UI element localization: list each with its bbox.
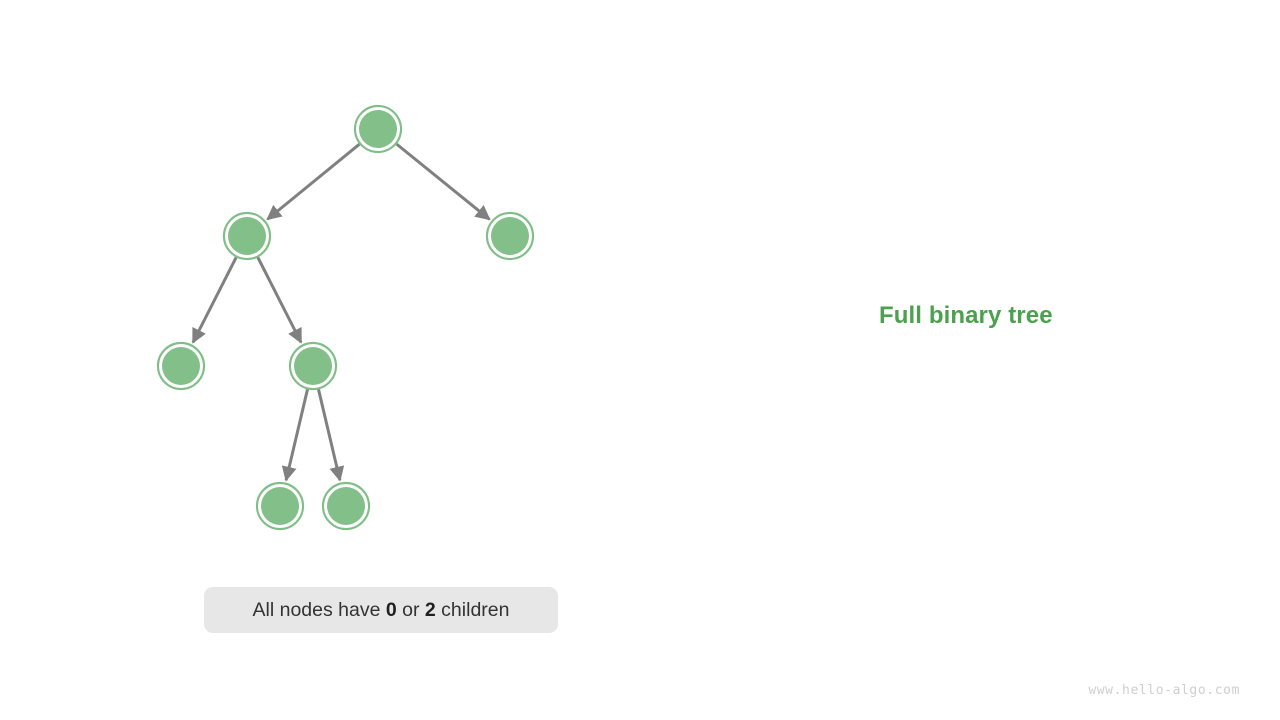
tree-edge [317, 389, 345, 482]
node-outer-ring [156, 341, 206, 391]
node-fill [327, 487, 365, 525]
caption-fragment: or [396, 599, 425, 621]
tree-node[interactable] [255, 481, 305, 531]
node-fill [294, 347, 332, 385]
node-inner-ring [291, 344, 335, 388]
tree-edges [191, 142, 491, 482]
tree-nodes [156, 104, 535, 531]
node-inner-ring [159, 344, 203, 388]
node-fill [162, 347, 200, 385]
tree-edge [191, 256, 238, 344]
caption-badge: All nodes have 0 or 2 children [204, 587, 558, 633]
tree-edge [256, 256, 303, 344]
node-inner-ring [258, 484, 302, 528]
tree-node[interactable] [321, 481, 371, 531]
caption-text: All nodes have 0 or 2 children [253, 599, 510, 621]
tree-edge [266, 143, 361, 221]
node-fill [261, 487, 299, 525]
caption-emphasis: 0 [385, 599, 397, 621]
tree-node[interactable] [485, 211, 535, 261]
watermark-label: www.hello-algo.com [1088, 683, 1240, 698]
node-outer-ring [288, 341, 338, 391]
node-outer-ring [222, 211, 272, 261]
tree-edge [395, 142, 491, 221]
node-fill [491, 217, 529, 255]
node-outer-ring [485, 211, 535, 261]
caption-fragment: All nodes have [252, 599, 386, 621]
page-title: Full binary tree [879, 302, 1053, 329]
node-inner-ring [324, 484, 368, 528]
node-outer-ring [255, 481, 305, 531]
node-fill [228, 217, 266, 255]
node-inner-ring [225, 214, 269, 258]
node-inner-ring [488, 214, 532, 258]
tree-node[interactable] [353, 104, 403, 154]
caption-fragment: children [435, 599, 510, 621]
tree-node[interactable] [156, 341, 206, 391]
tree-edge [281, 389, 309, 482]
node-outer-ring [321, 481, 371, 531]
tree-node[interactable] [222, 211, 272, 261]
node-inner-ring [356, 107, 400, 151]
caption-emphasis: 2 [424, 599, 436, 621]
tree-node[interactable] [288, 341, 338, 391]
node-outer-ring [353, 104, 403, 154]
node-fill [359, 110, 397, 148]
